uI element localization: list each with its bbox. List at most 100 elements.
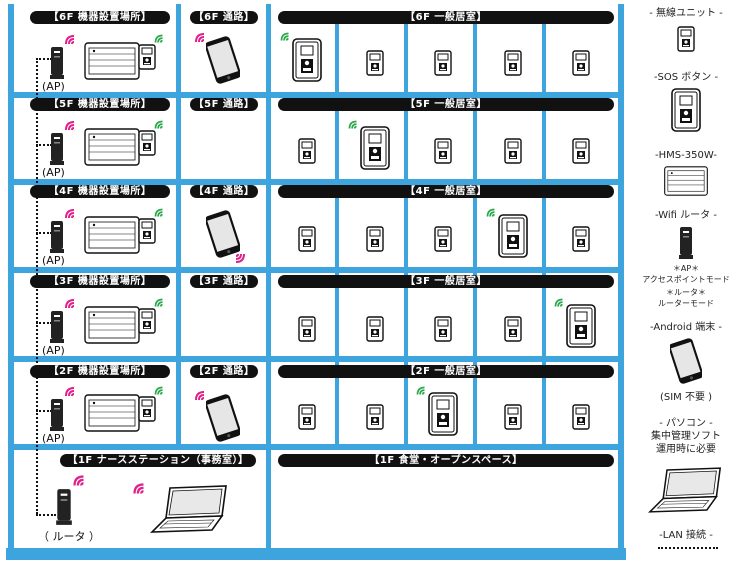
lan-branch [36,58,52,60]
room-divider [404,22,408,450]
sos-button-icon [428,392,458,436]
lan-branch [36,514,56,516]
wireless-unit-icon [434,224,452,254]
sos-button-icon [566,304,596,348]
signal-wave-icon [484,206,498,220]
floor2-general-label: 【2F 一般居室】 [278,365,614,378]
wireless-unit-icon [138,130,156,156]
signal-wave-icon [346,118,360,132]
android-phone-icon [206,36,240,84]
legend-sim: (SIM 不要 ) [659,392,713,403]
signal-wave-icon [70,472,88,490]
lan-branch [36,410,52,412]
wireless-unit-icon [366,48,384,78]
signal-wave-icon [62,32,78,48]
wireless-unit-icon [572,136,590,166]
floor4-corridor-label: 【4F 通路】 [190,185,258,198]
floor5-equipment-label: 【5F 機器設置場所】 [30,98,170,111]
wireless-unit-icon [366,402,384,432]
wifi-router-icon [50,398,64,432]
laptop-icon [150,484,230,534]
wireless-unit-icon [504,48,522,78]
wireless-unit-icon [434,48,452,78]
frame-left [8,4,14,560]
signal-wave-icon [152,384,166,398]
wireless-unit-icon [572,224,590,254]
legend-ap-mode: ＊AP＊ [672,264,700,273]
legend-pc-title: - パソコン - [659,418,713,429]
wireless-unit-icon [138,396,156,422]
floor5-corridor-label: 【5F 通路】 [190,98,258,111]
signal-wave-icon [152,118,166,132]
room-divider [176,4,181,450]
hms-device-icon [84,216,140,254]
wireless-unit-icon [366,224,384,254]
wireless-unit-icon [504,136,522,166]
hms-device-icon [84,306,140,344]
wireless-unit-icon [138,308,156,334]
floor6-equipment-label: 【6F 機器設置場所】 [30,11,170,24]
floor-divider [8,92,624,98]
wifi-router-icon [50,132,64,166]
legend-sos-title: -SOS ボタン - [653,72,719,83]
hms-device-icon [662,166,710,196]
room-divider [473,22,477,450]
signal-wave-icon [130,480,148,498]
signal-wave-icon [192,388,208,404]
hms-device-icon [84,128,140,166]
room-divider [335,22,339,450]
signal-wave-icon [192,30,208,46]
legend-android-title: -Android 端末 - [649,322,723,333]
sos-button-icon [498,214,528,258]
wireless-unit-icon [677,24,695,54]
sos-button-icon [360,126,390,170]
lan-branch [36,322,52,324]
wireless-unit-icon [298,402,316,432]
wireless-unit-icon [298,224,316,254]
floor3-general-label: 【3F 一般居室】 [278,275,614,288]
floor2-corridor-label: 【2F 通路】 [190,365,258,378]
wireless-unit-icon [298,314,316,344]
wireless-unit-icon [572,48,590,78]
legend-router-mode-desc: ルーターモード [658,299,714,308]
floor-divider [8,267,624,273]
frame-bottom [6,548,626,560]
wireless-unit-icon [504,314,522,344]
floor2-equipment-label: 【2F 機器設置場所】 [30,365,170,378]
legend-lan-title: -LAN 接続 - [659,530,713,541]
signal-wave-icon [62,384,78,400]
android-phone-icon [670,338,702,384]
ap-caption: (AP) [42,80,65,93]
signal-wave-icon [552,296,566,310]
signal-wave-icon [62,206,78,222]
ap-caption: (AP) [42,254,65,267]
wifi-router-icon [50,220,64,254]
lan-branch [36,144,52,146]
wireless-unit-icon [138,44,156,70]
wifi-router-icon [56,488,72,526]
ap-caption: (AP) [42,432,65,445]
wireless-unit-icon [434,136,452,166]
wireless-unit-icon [138,218,156,244]
legend-hms-title: -HMS-350W- [655,150,717,161]
wifi-router-icon [679,226,693,260]
legend-lan-line [658,547,718,549]
router-caption: （ ルータ ） [38,530,100,543]
ap-caption: (AP) [42,166,65,179]
wireless-unit-icon [298,136,316,166]
signal-wave-icon [232,250,248,266]
floor3-equipment-label: 【3F 機器設置場所】 [30,275,170,288]
wifi-router-icon [50,310,64,344]
floor6-general-label: 【6F 一般居室】 [278,11,614,24]
floor-divider [8,444,624,450]
floor-divider [8,179,624,185]
signal-wave-icon [62,296,78,312]
floor-divider [8,356,624,362]
hms-device-icon [84,394,140,432]
lan-branch [36,232,52,234]
wireless-unit-icon [504,402,522,432]
room-divider [266,4,271,560]
hms-device-icon [84,42,140,80]
android-phone-icon [206,394,240,442]
room-divider [542,22,546,450]
